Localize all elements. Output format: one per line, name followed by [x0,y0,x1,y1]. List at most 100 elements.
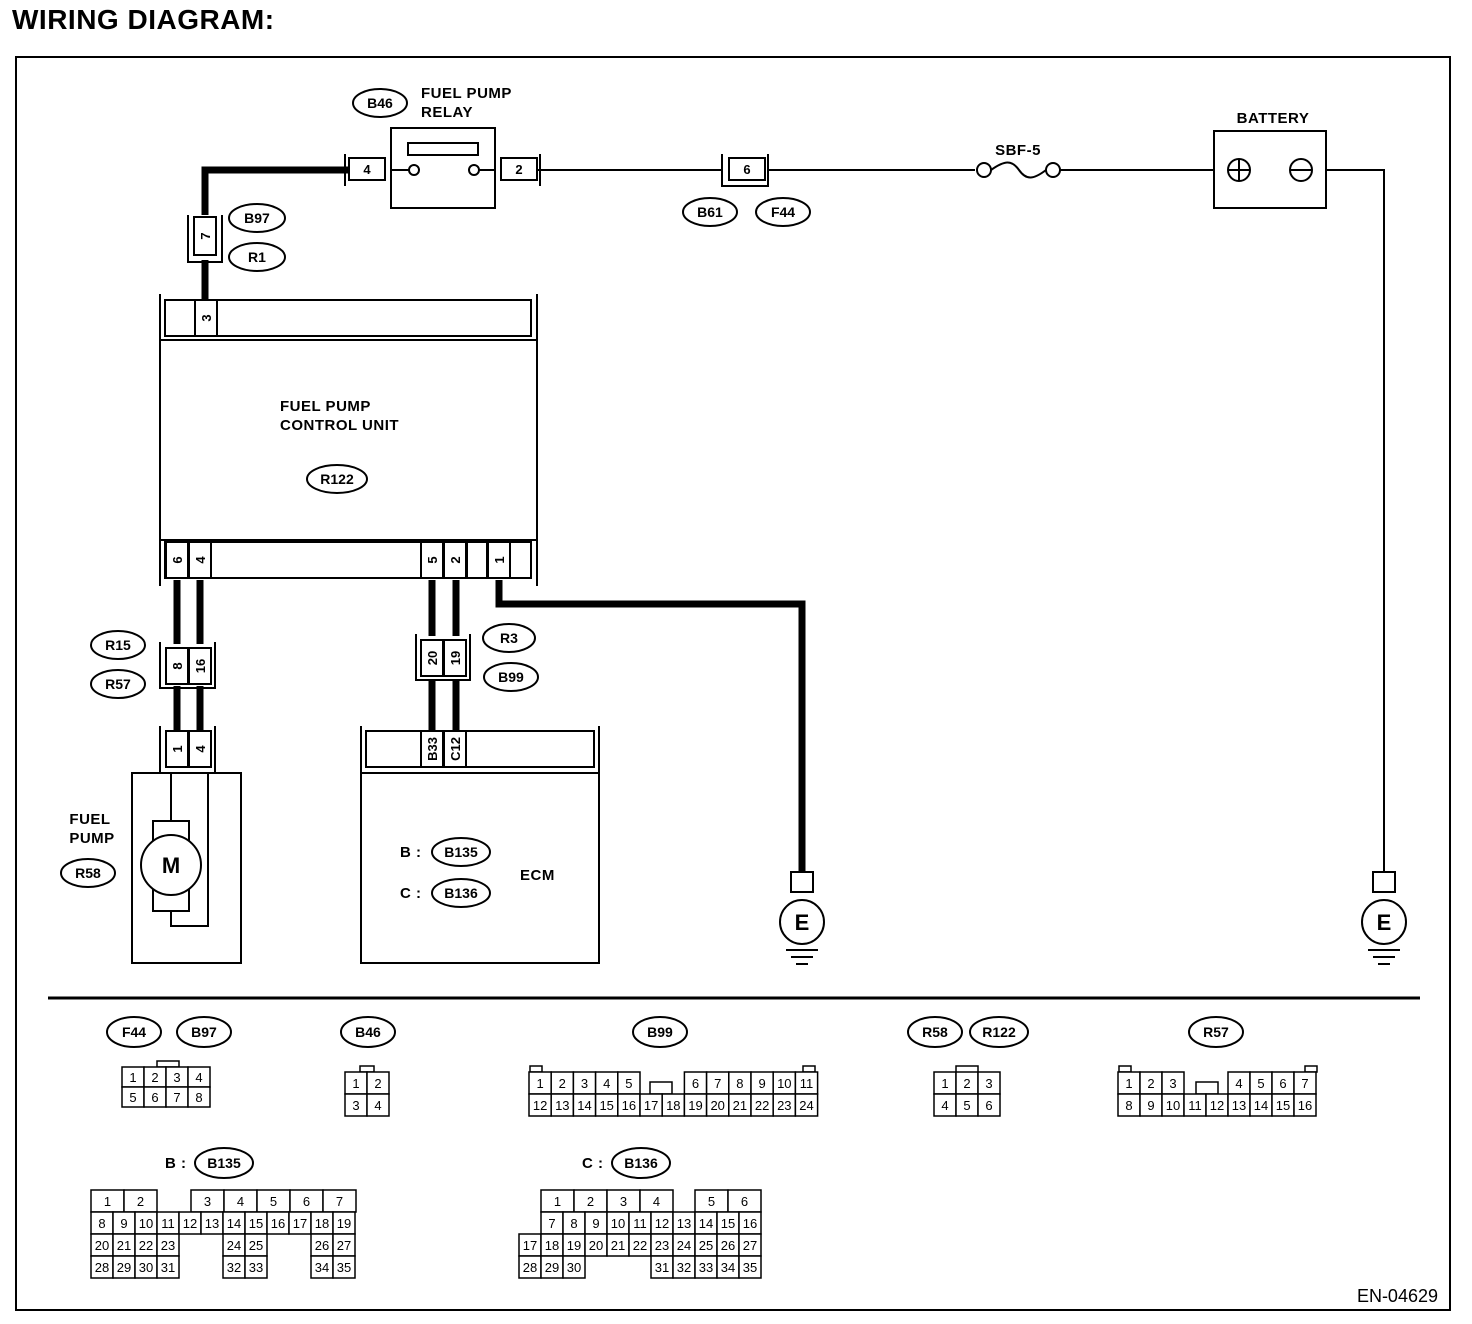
legend-b135-pin-29: 29 [117,1260,131,1275]
legend-b136-pin-4: 4 [653,1194,660,1209]
fuel-pump-name-line-2: PUMP [69,830,114,847]
ecm-ref-b-tag: B135 [444,844,478,860]
legend-b135-pin-15: 15 [249,1216,263,1231]
legend-b135-pin-17: 17 [293,1216,307,1231]
fuel-pump-tag: R58 [75,865,101,881]
legend-b136-pin-22: 22 [633,1238,647,1253]
ground-icon [1361,899,1407,945]
ground-1-label: E [795,910,810,935]
relay-name-line-2: RELAY [421,104,473,121]
connector-6-pin: 6 [743,162,750,177]
cu-pin-4: 4 [193,556,208,564]
legend-b135-pin-22: 22 [139,1238,153,1253]
legend-r58-r122-pin-6: 6 [985,1098,992,1113]
cu-pin-2: 2 [448,556,463,563]
relay-pin-2: 2 [515,162,522,177]
diagram-code: EN-04629 [1357,1286,1438,1306]
relay-pin-4: 4 [363,162,371,177]
connector-6-tag-f44: F44 [771,204,795,220]
ecm: B33 C12 B : B135 C : B136 ECM [360,726,600,964]
legend-b135-pin-4: 4 [237,1194,244,1209]
ground-2-label: E [1377,910,1392,935]
legend-b135-pin-25: 25 [249,1238,263,1253]
legend-b99-pin-17: 17 [644,1098,658,1113]
legend-b99-pin-22: 22 [755,1098,769,1113]
legend-r58-r122-pin-2: 2 [963,1076,970,1091]
ground-1: E [779,871,825,965]
connector-20-19: 20 19 R3 B99 [415,623,539,692]
legend-b99-pin-18: 18 [666,1098,680,1113]
legend-tag-b136: B136 [624,1155,658,1171]
legend-b136-pin-2: 2 [587,1194,594,1209]
legend-b136-cell [738,1255,762,1279]
legend-b136-pin-5: 5 [708,1194,715,1209]
legend-b135-pin-10: 10 [139,1216,153,1231]
legend-b99-pin-23: 23 [777,1098,791,1113]
legend-r58-r122-pin-3: 3 [985,1076,992,1091]
legend-b135-pin-31: 31 [161,1260,175,1275]
legend-b135-pin-26: 26 [315,1238,329,1253]
connector-tag-r15: R15 [105,637,131,653]
legend-b135-pin-7: 7 [336,1194,343,1209]
ecm-ref-c-tag: B136 [444,885,478,901]
fuse-label: SBF-5 [995,142,1041,159]
legend-r57-cell [1293,1093,1317,1117]
legend-tag-b46: B46 [355,1024,381,1040]
legend-b135-pin-33: 33 [249,1260,263,1275]
legend-b99-pin-2: 2 [559,1076,566,1091]
connector-pin-8: 8 [170,662,185,669]
legend-b135-pin-3: 3 [204,1194,211,1209]
legend-r57-pin-7: 7 [1301,1076,1308,1091]
legend-r58-r122-cell [977,1093,1001,1117]
legend-b135-pin-18: 18 [315,1216,329,1231]
fuel-pump-pin-4: 4 [193,745,208,753]
legend-b99-pin-6: 6 [692,1076,699,1091]
legend-b136-pin-8: 8 [570,1216,577,1231]
legend-tag-f44-outline [106,1016,162,1048]
legend-b136-pin-1: 1 [554,1194,561,1209]
legend-b136-pin-19: 19 [567,1238,581,1253]
ecm-pin-b33: B33 [425,737,440,761]
control-unit-name-line-1: FUEL PUMP [280,398,371,415]
legend-b135-pin-20: 20 [95,1238,109,1253]
legend-tag-b46-outline [340,1016,396,1048]
legend-b46-cell [366,1093,390,1117]
legend-b135-pin-1: 1 [104,1194,111,1209]
legend-b135-pin-24: 24 [227,1238,241,1253]
legend-b99-pin-16: 16 [622,1098,636,1113]
legend-b135-pin-16: 16 [271,1216,285,1231]
legend-f44-b97-pin-5: 5 [129,1090,136,1105]
legend-r57-pin-1: 1 [1125,1076,1132,1091]
legend-r58-r122-pin-1: 1 [941,1076,948,1091]
ecm-ref-b-prefix: B : [400,844,422,861]
fuel-pump-pin-1: 1 [170,745,185,752]
legend-b99-pin-19: 19 [688,1098,702,1113]
connector-tag-b99: B99 [498,669,524,685]
legend-f44-b97-cell [187,1086,211,1108]
wire-battery-to-ground [1326,169,1385,872]
legend-b135-pin-2: 2 [137,1194,144,1209]
legend-tag-r57-outline [1188,1016,1244,1048]
legend-r57-pin-6: 6 [1279,1076,1286,1091]
wires [173,166,1385,872]
legend-b99-pin-5: 5 [625,1076,632,1091]
legend-r57-pin-4: 4 [1235,1076,1242,1091]
fuel-pump-name-line-1: FUEL [69,811,110,828]
legend-b99-cell [794,1093,819,1117]
fuel-pump: 1 4 M FUEL PUMP R58 [60,726,242,964]
legend-b99-pin-4: 4 [603,1076,610,1091]
legend-b46-pin-1: 1 [352,1076,359,1091]
legend-f44-b97-pin-6: 6 [151,1090,158,1105]
legend-f44-b97-pin-1: 1 [129,1070,136,1085]
legend-r57-pin-8: 8 [1125,1098,1132,1113]
legend-b136-pin-21: 21 [611,1238,625,1253]
legend-b135-cell [332,1255,356,1279]
connector-7-pin: 7 [198,232,213,239]
relay-name-line-1: FUEL PUMP [421,85,512,102]
legend-f44-b97-pin-4: 4 [195,1070,202,1085]
legend-b136-pin-18: 18 [545,1238,559,1253]
legend-r57-pin-14: 14 [1254,1098,1268,1113]
control-unit-top-pin-3: 3 [199,314,214,321]
